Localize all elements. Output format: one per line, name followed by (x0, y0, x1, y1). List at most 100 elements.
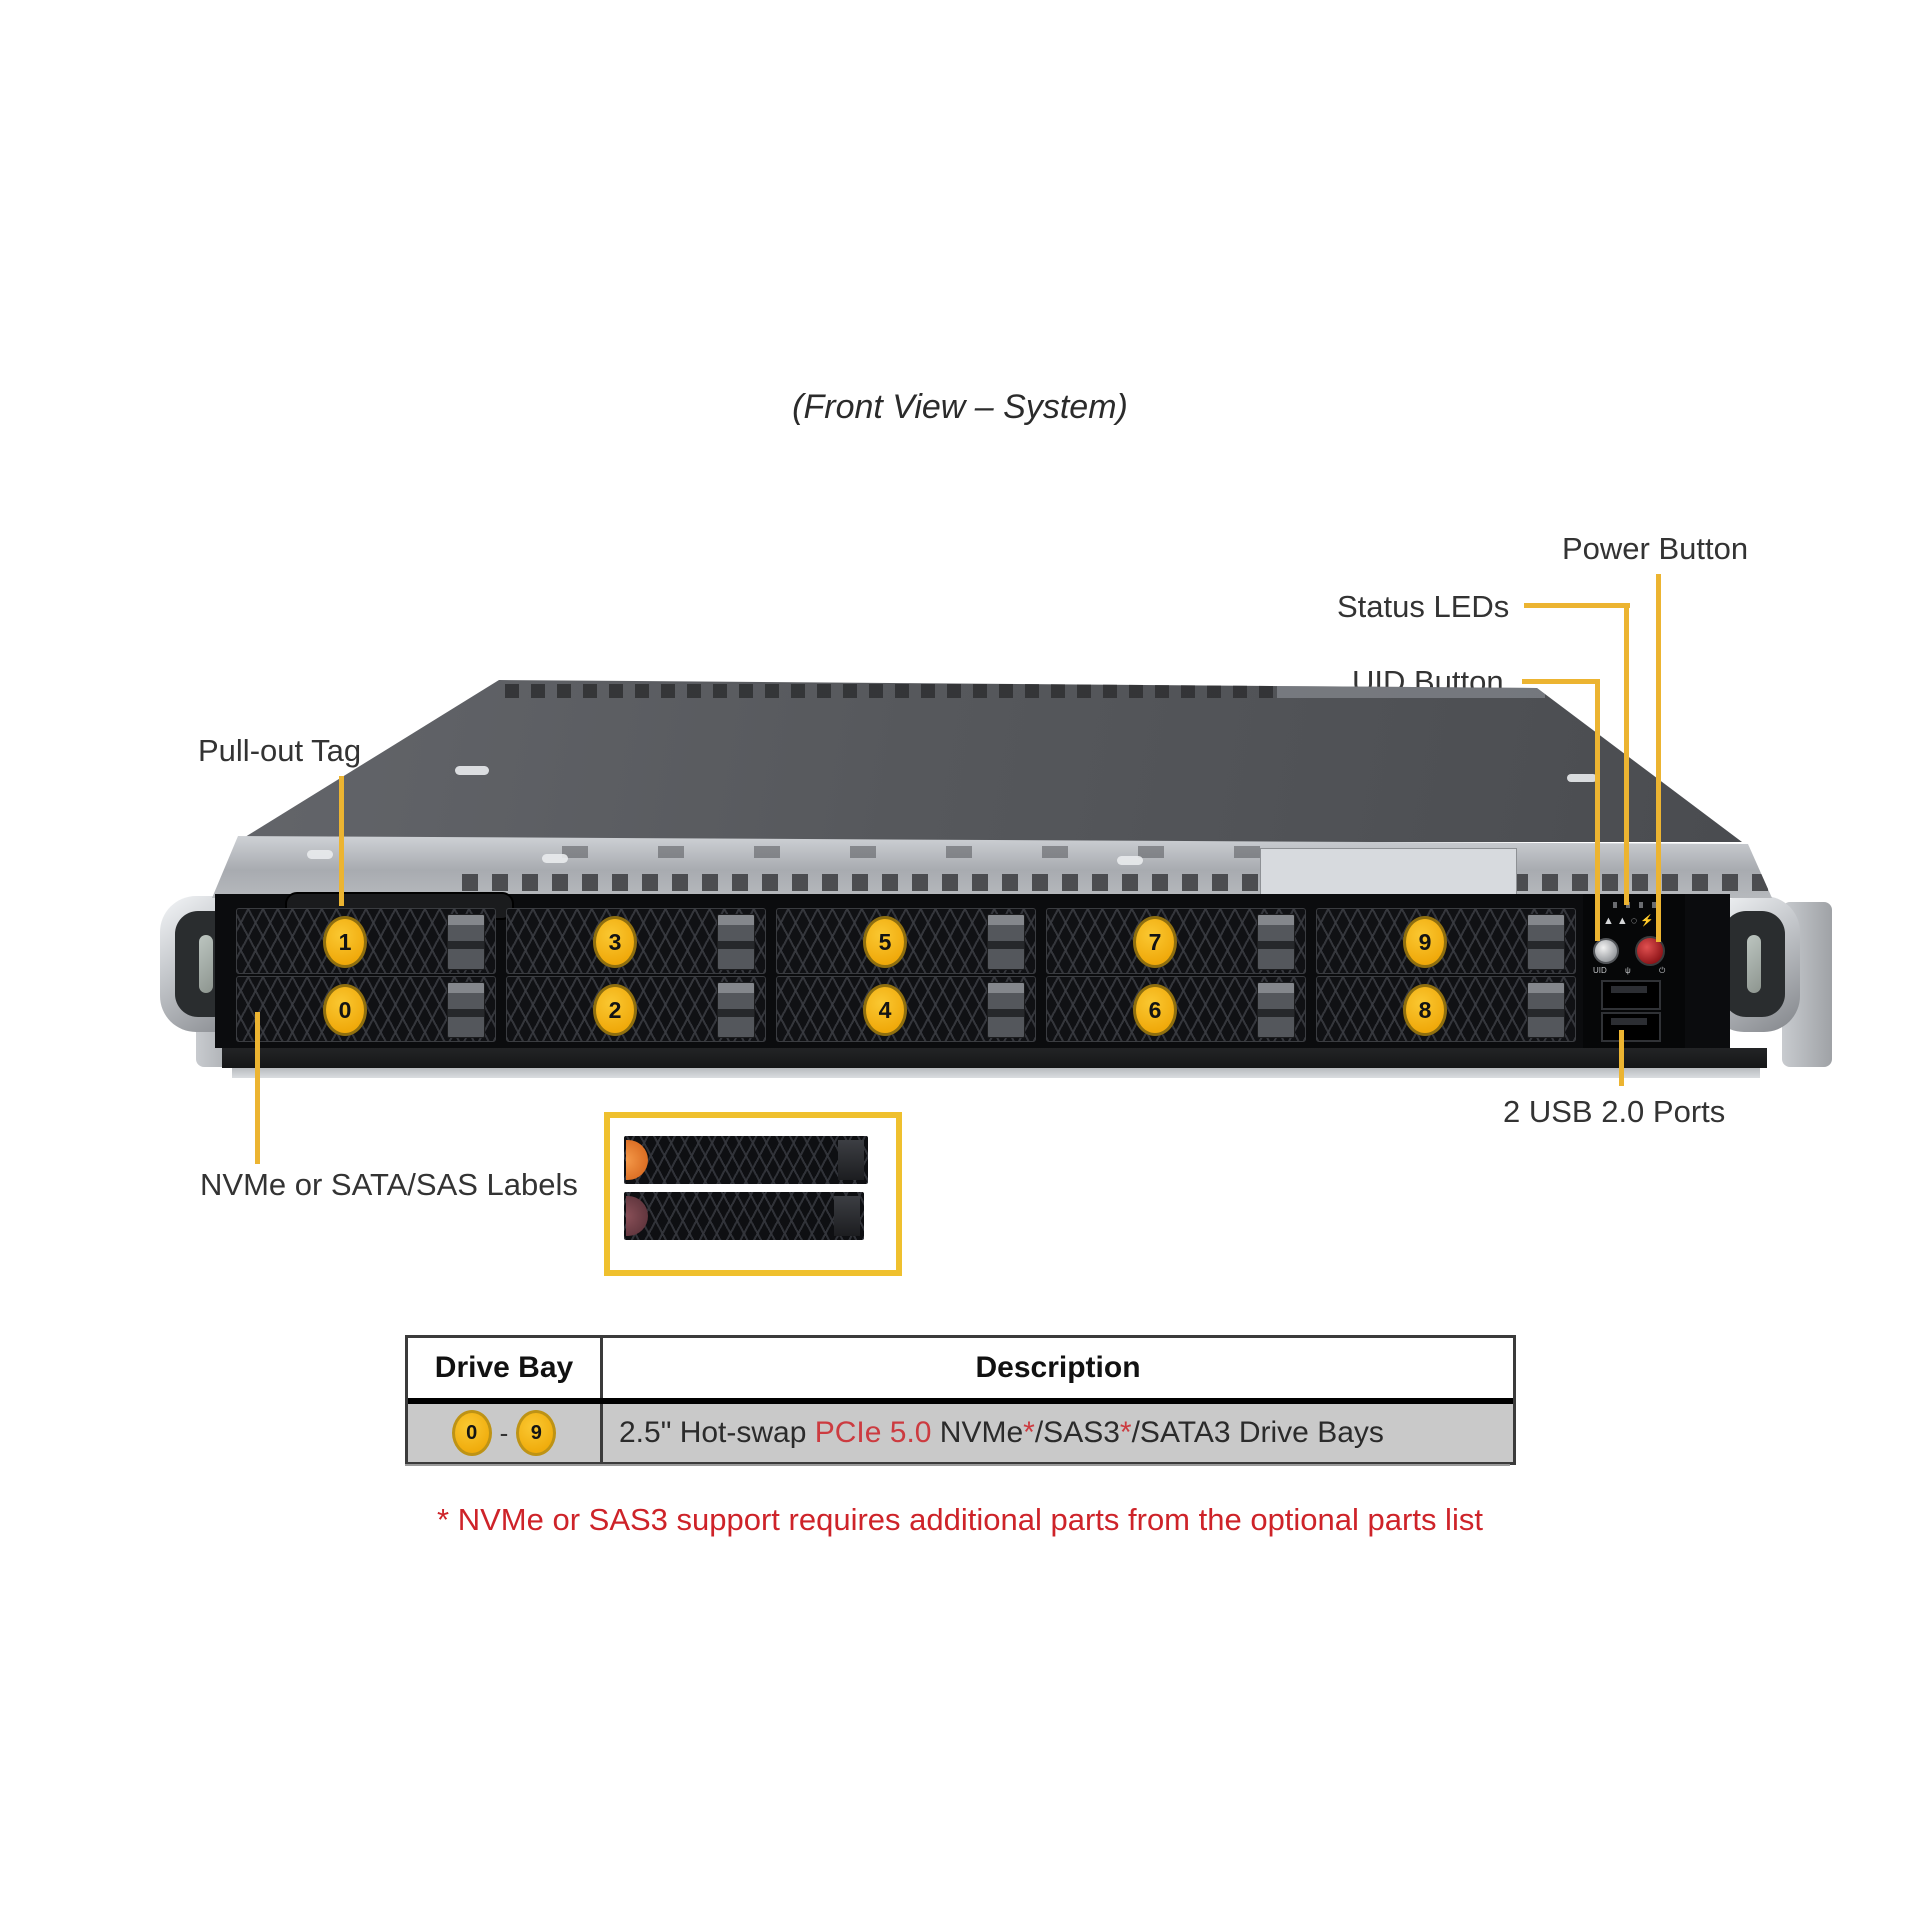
sata-sas-label-tab (626, 1196, 648, 1236)
sata-sas-drive-tray (624, 1192, 864, 1240)
uid-button (1593, 938, 1619, 964)
tray-latch (1527, 914, 1565, 970)
status-leds-callout-line-v (1624, 603, 1629, 905)
drive-tray: 4 (776, 976, 1036, 1042)
desc-part: NVMe (931, 1416, 1024, 1449)
tray-latch (447, 982, 485, 1038)
right-handle-glass (1747, 935, 1761, 993)
bay-number-badge: 1 (323, 916, 367, 968)
drive-tray: 5 (776, 908, 1036, 974)
bay-range-start-badge: 0 (451, 1410, 492, 1456)
bay-number-badge: 6 (1133, 984, 1177, 1036)
status-leds-label: Status LEDs (1337, 589, 1510, 624)
status-leds-callout-line-h (1524, 603, 1630, 608)
rear-vent-slots (505, 684, 1275, 698)
desc-part: /SATA3 Drive Bays (1131, 1416, 1384, 1449)
band-screw (1117, 856, 1143, 865)
figure-title: (Front View – System) (792, 388, 1128, 426)
band-vent-slots (462, 874, 1772, 891)
right-handle-inner (1723, 911, 1785, 1017)
drive-tray: 8 (1316, 976, 1576, 1042)
header-cell-drive-bay: Drive Bay (408, 1338, 603, 1398)
desc-part: /SAS3 (1034, 1416, 1120, 1449)
drive-bay-description: 2.5" Hot-swap PCIe 5.0 NVMe*/SAS3*/SATA3… (603, 1416, 1384, 1450)
band-screw (542, 854, 568, 863)
tray-latch (838, 1140, 864, 1180)
top-screw-slot (455, 766, 489, 775)
uid-callout-line-h (1522, 679, 1600, 684)
tray-latch (717, 914, 755, 970)
tray-latch (987, 982, 1025, 1038)
drive-tray: 2 (506, 976, 766, 1042)
drive-tray: 7 (1046, 908, 1306, 974)
nvme-drive-tray (624, 1136, 868, 1184)
power-button (1635, 936, 1665, 966)
desc-pcie-red: PCIe 5.0 (814, 1416, 932, 1449)
uid-button-caption: UID (1593, 966, 1607, 975)
bay-range-end-badge: 9 (516, 1410, 557, 1456)
desc-part: 2.5" Hot-swap (619, 1416, 815, 1449)
front-top-band (212, 836, 1772, 898)
bay-number-badge: 4 (863, 984, 907, 1036)
usb-tongue (1611, 986, 1647, 993)
tray-latch (834, 1196, 860, 1236)
drive-bay-header-text: Drive Bay (434, 1351, 574, 1384)
power-button-label: Power Button (1562, 531, 1749, 566)
tray-latch (1257, 982, 1295, 1038)
bay-number-badge: 7 (1133, 916, 1177, 968)
drive-tray: 0 (236, 976, 496, 1042)
tray-latch (987, 914, 1025, 970)
bay-number-badge: 0 (323, 984, 367, 1036)
usb-tongue (1611, 1018, 1647, 1025)
power-callout-line-v (1656, 574, 1661, 942)
top-screw-slot (1567, 774, 1597, 782)
band-upper-slots (562, 846, 1262, 858)
chassis-bottom-edge (232, 1068, 1760, 1078)
description-header-text: Description (975, 1351, 1141, 1384)
header-cell-description: Description (603, 1338, 1513, 1398)
table-under-line (405, 1464, 1510, 1466)
cell-description: 2.5" Hot-swap PCIe 5.0 NVMe*/SAS3*/SATA3… (603, 1404, 1513, 1462)
bay-number-badge: 8 (1403, 984, 1447, 1036)
usb-ports-label: 2 USB 2.0 Ports (1503, 1094, 1726, 1129)
bay-number-badge: 5 (863, 916, 907, 968)
drive-tray: 6 (1046, 976, 1306, 1042)
bay-number-badge: 3 (593, 916, 637, 968)
drive-bay-cage: 1 3 5 7 9 0 2 4 6 8 (215, 892, 1730, 1048)
drive-labels-callout-line (255, 1012, 260, 1164)
drive-tray: 9 (1316, 908, 1576, 974)
usb-callout-line (1619, 1030, 1624, 1086)
band-plate (1260, 848, 1517, 896)
cell-bay-range: 0 - 9 (408, 1404, 603, 1462)
drive-label-inset-box (604, 1112, 902, 1276)
footnote: * NVMe or SAS3 support requires addition… (437, 1502, 1483, 1537)
tray-latch (1527, 982, 1565, 1038)
status-led-windows (1613, 902, 1663, 908)
table-header-separator (408, 1398, 1513, 1404)
table-data-row: 0 - 9 2.5" Hot-swap PCIe 5.0 NVMe*/SAS3*… (408, 1404, 1513, 1462)
desc-asterisk: * (1023, 1416, 1035, 1449)
bay-range-dash: - (499, 1417, 509, 1448)
tray-latch (717, 982, 755, 1038)
pull-out-tag-label: Pull-out Tag (198, 733, 362, 768)
chassis-bottom-strip (222, 1048, 1767, 1068)
band-screw (307, 850, 333, 859)
usb-icon: ψ (1625, 966, 1631, 975)
left-handle-glass (199, 935, 213, 993)
drive-bay-table: Drive Bay Description 0 - 9 2.5" Hot-swa… (405, 1335, 1516, 1465)
tray-latch (447, 914, 485, 970)
uid-callout-line-v (1595, 679, 1600, 941)
usb-port-1 (1601, 980, 1661, 1010)
bay-number-badge: 9 (1403, 916, 1447, 968)
front-control-panel: ▲▲◌⚡ UID ψ ⏻ (1583, 894, 1685, 1048)
nvme-label-tab (626, 1140, 648, 1180)
tray-latch (1257, 914, 1295, 970)
drive-labels-label: NVMe or SATA/SAS Labels (200, 1167, 578, 1202)
pull-out-tag-callout-line (339, 776, 344, 906)
drive-tray: 1 (236, 908, 496, 974)
power-icon: ⏻ (1659, 966, 1666, 975)
table-header-row: Drive Bay Description (408, 1338, 1513, 1398)
bay-number-badge: 2 (593, 984, 637, 1036)
desc-asterisk: * (1119, 1416, 1132, 1449)
